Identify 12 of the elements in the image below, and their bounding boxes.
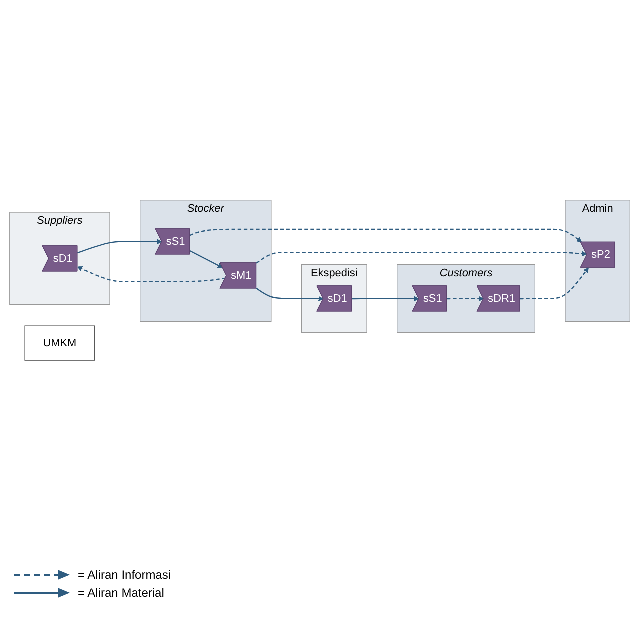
arrow [256,250,588,264]
arrow [352,296,420,302]
arrow [77,238,162,254]
arrow [256,287,324,302]
arrow [447,296,484,302]
arrow [520,267,589,300]
arrow [77,266,226,282]
legend-text: = Aliran Informasi [78,568,172,582]
node-box: UMKM [24,325,96,360]
arrow [190,228,582,242]
legend-text: = Aliran Material [78,586,164,600]
arrow [190,250,224,268]
